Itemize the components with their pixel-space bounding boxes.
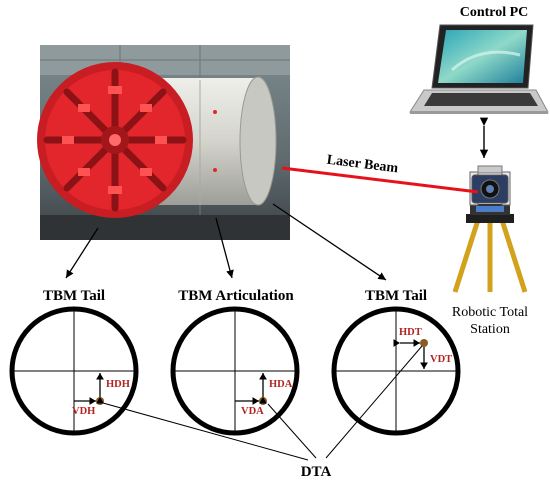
horizontal-offset-label: HDH — [106, 379, 130, 390]
robotic-total-station: Robotic Total Station — [452, 165, 528, 337]
total-station-icon — [452, 165, 528, 293]
gauge-title: TBM Tail — [43, 288, 105, 304]
pointer-arrow-articulation — [215, 217, 234, 279]
horizontal-offset-label: HDT — [399, 327, 422, 338]
target-dot — [420, 339, 428, 347]
target-dot — [259, 397, 267, 405]
gauge-ring — [331, 306, 461, 436]
laser-beam — [281, 166, 479, 194]
gauge-tbm-articulation: TBM Articulation HDA VDA — [170, 288, 300, 436]
gauge-title: TBM Articulation — [178, 288, 294, 304]
tbm-photo — [37, 45, 290, 240]
vertical-offset-label: VDT — [430, 354, 452, 365]
dta-label: DTA — [301, 464, 332, 480]
vertical-offset-label: VDH — [72, 406, 95, 417]
robotic-total-station-label-line1: Robotic Total — [452, 305, 528, 320]
target-dot — [96, 397, 104, 405]
horizontal-offset-label: HDA — [269, 379, 293, 390]
gauge-title: TBM Tail — [365, 288, 427, 304]
robotic-total-station-label-line2: Station — [470, 322, 510, 337]
pointer-arrow-tail-left — [65, 227, 99, 279]
pointer-arrow-tail-right — [272, 203, 387, 281]
gauge-tbm-tail-left: TBM Tail HDH VDH — [9, 288, 139, 436]
control-pc-label: Control PC — [460, 5, 529, 20]
laptop-icon — [409, 24, 549, 114]
gauge-ring — [170, 306, 300, 436]
cutterhead — [37, 62, 193, 218]
dta-callout: DTA — [102, 345, 423, 480]
gauge-tbm-tail-right: TBM Tail HDT VDT — [331, 288, 461, 436]
laser-beam-label: Laser Beam — [326, 153, 399, 177]
gauge-ring — [9, 306, 139, 436]
control-pc: Control PC — [409, 5, 549, 114]
vertical-offset-label: VDA — [241, 406, 264, 417]
